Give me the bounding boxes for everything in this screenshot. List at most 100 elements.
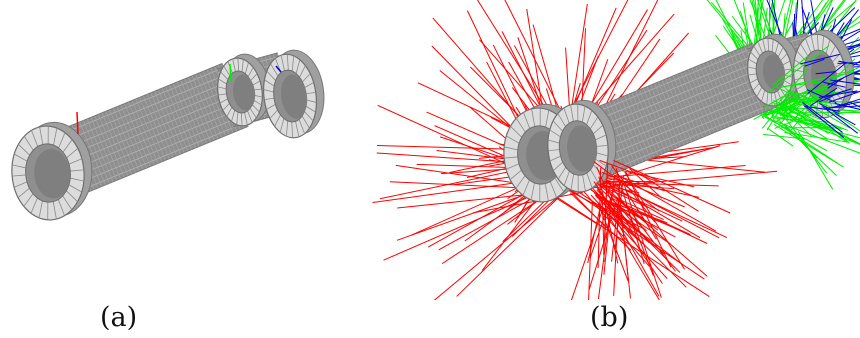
flange-segment (47, 126, 49, 144)
flange-segment (554, 177, 565, 192)
flange-segment (218, 93, 227, 96)
normal-vector (598, 176, 619, 264)
normal-vector (441, 194, 547, 265)
normal-vector (601, 196, 605, 263)
mesh-line (643, 88, 670, 152)
normal-vector (807, 61, 847, 95)
flange-segment (762, 38, 766, 52)
caption-a: (a) (100, 302, 138, 333)
flange-segment (549, 129, 561, 138)
mesh-line (665, 78, 692, 142)
mesh-line (101, 112, 129, 176)
flange-segment (237, 58, 240, 72)
mesh-line (658, 81, 685, 146)
flange-segment (810, 35, 815, 51)
mesh-line (146, 94, 174, 158)
model-b (503, 29, 855, 203)
flange-segment (247, 110, 253, 123)
flange-segment (544, 183, 549, 202)
flange-segment (250, 73, 258, 81)
flange-bore-inner (810, 54, 838, 99)
flange-segment (586, 172, 593, 189)
mesh-line (620, 97, 647, 161)
flange-segment (774, 42, 779, 54)
normal-indicator-blue (275, 65, 282, 73)
flange-segment (829, 45, 836, 58)
flange-segment (70, 177, 84, 182)
panel-b: (b) (360, 0, 860, 338)
mesh-line (695, 66, 722, 130)
normal-vector (765, 116, 860, 154)
flange-segment (753, 45, 761, 57)
flange-segment (12, 164, 26, 169)
flange-segment (504, 146, 518, 151)
flange-segment (291, 55, 295, 72)
normal-vector (837, 61, 860, 64)
flange-segment (596, 152, 609, 157)
flange-segment (557, 167, 567, 180)
flange-segment (47, 202, 49, 220)
flange-segment (295, 121, 300, 137)
flange-segment (219, 98, 228, 104)
mesh-line (154, 91, 181, 155)
flange-segment (515, 118, 526, 133)
flange-segment (515, 175, 526, 189)
flange-segment (593, 125, 603, 135)
mesh-line (635, 91, 662, 155)
flange-segment (253, 88, 262, 91)
mesh-model-with-normals (372, 0, 860, 300)
flange-segment (756, 87, 763, 97)
normal-vector (824, 101, 860, 110)
normal-vector (822, 106, 859, 134)
mesh-line (669, 77, 696, 141)
flange-segment (236, 112, 239, 125)
mesh-line (98, 114, 125, 178)
flange-segment (305, 91, 316, 95)
flange-segment (796, 84, 806, 90)
normal-vector (623, 182, 662, 298)
mesh-line (90, 117, 117, 181)
flange-segment (223, 65, 231, 77)
flange-segment (557, 113, 566, 127)
normal-vector (804, 105, 845, 138)
flange-segment (748, 73, 757, 76)
normals-group-blue-front (800, 53, 860, 138)
normal-vector (604, 208, 660, 300)
flange-segment (295, 59, 301, 74)
normal-vector (629, 168, 663, 199)
flange-segment (563, 171, 570, 186)
flange-segment (306, 99, 317, 103)
caption-b: (b) (590, 302, 629, 333)
normal-vector (830, 79, 860, 85)
flange-segment (596, 144, 608, 147)
mesh-line (83, 120, 110, 184)
flange-segment (218, 78, 227, 85)
flange-segment (752, 83, 760, 91)
mesh-line (173, 83, 200, 147)
mesh-line (135, 98, 162, 162)
flange-mid (217, 53, 271, 127)
normal-vector (613, 159, 731, 214)
mesh-line (703, 63, 730, 127)
mesh-line (131, 100, 159, 164)
flange-segment (757, 41, 763, 54)
mesh-line (184, 78, 211, 142)
flange-segment (581, 106, 586, 123)
flange-segment (766, 92, 769, 105)
normal-vector (762, 80, 837, 116)
normal-vector (599, 159, 658, 182)
flange-segment (264, 97, 275, 101)
flange-segment (241, 59, 244, 72)
mesh-line (673, 75, 700, 139)
mesh-line (203, 71, 230, 135)
flange-segment (782, 60, 791, 66)
normal-vector (615, 197, 664, 220)
flange-bore-inner (34, 148, 70, 199)
mesh-line (176, 81, 204, 146)
normal-vector (764, 114, 838, 164)
normals-group-red-front (570, 159, 731, 300)
normal-vector (766, 99, 787, 131)
mesh-line (158, 89, 185, 153)
mesh-line (729, 52, 756, 116)
flange-segment (539, 108, 541, 126)
